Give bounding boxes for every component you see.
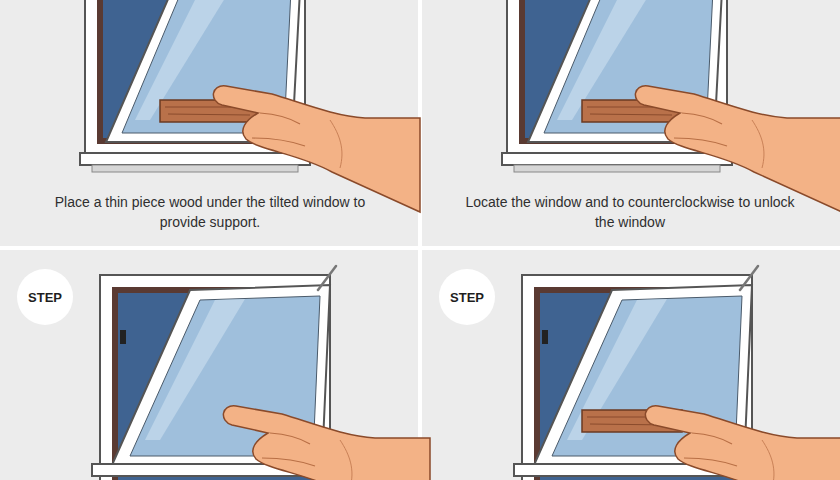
panel-illustration [422,0,840,246]
hand-illustration [645,406,840,480]
step-label: STEP [450,290,484,305]
step-badge: STEP [17,269,73,325]
step-badge: STEP [439,269,495,325]
step-label: STEP [28,290,62,305]
panel-illustration [0,0,420,246]
hand-illustration [223,406,430,480]
step-caption: Place a thin piece wood under the tilted… [40,192,380,232]
step-caption: Locate the window and to counterclockwis… [460,192,800,232]
